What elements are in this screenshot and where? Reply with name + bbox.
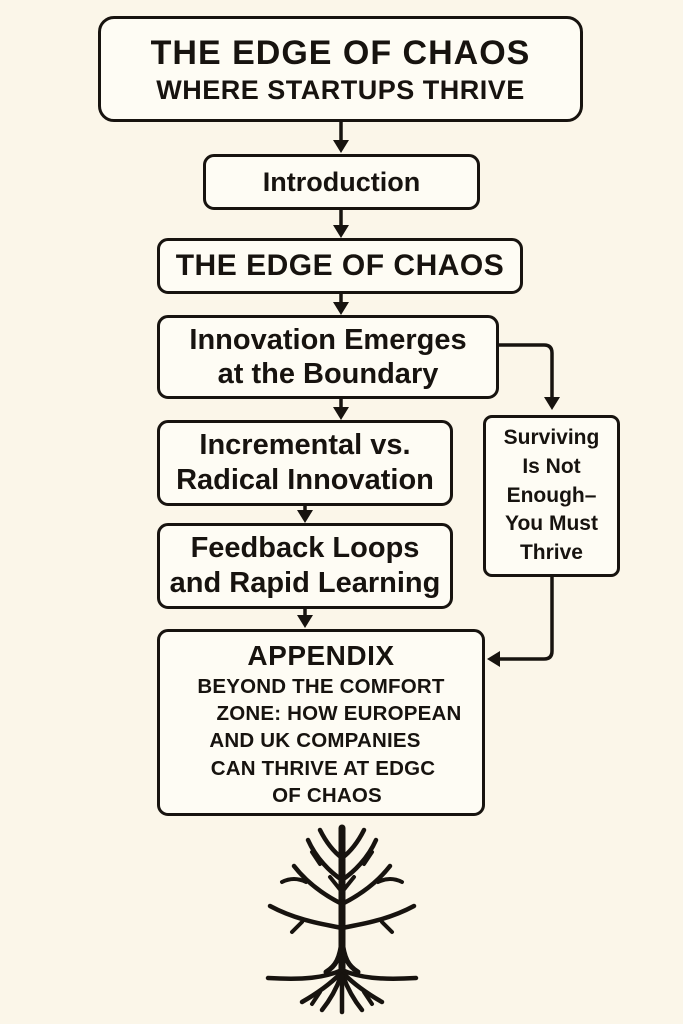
node-surviving-is-not-enough-label: Surviving Is Not Enough– You Must Thrive xyxy=(503,425,600,565)
node-edge-of-chaos-label: THE EDGE OF CHAOS xyxy=(175,249,505,282)
node-introduction: Introduction xyxy=(203,154,480,210)
appendix-line: CAN THRIVE AT EDGC xyxy=(210,756,436,780)
node-innovation-emerges: Innovation Emerges at the Boundary xyxy=(157,315,499,399)
bare-tree-with-roots-icon xyxy=(265,824,419,1015)
connector-feedback-to-appendix xyxy=(297,607,313,628)
connector-innovation-to-incremental xyxy=(333,397,349,420)
connector-edge-to-innovation xyxy=(333,292,349,315)
node-incremental-vs-radical-label: Incremental vs. Radical Innovation xyxy=(176,429,434,496)
main-title-line1: THE EDGE OF CHAOS xyxy=(150,33,531,72)
main-title-line2: WHERE STARTUPS THRIVE xyxy=(156,75,525,106)
appendix-line: AND UK COMPANIES xyxy=(209,729,421,753)
connector-surviving-to-appendix xyxy=(487,575,554,667)
node-surviving-is-not-enough: Surviving Is Not Enough– You Must Thrive xyxy=(483,415,620,577)
node-feedback-loops-label: Feedback Loops and Rapid Learning xyxy=(169,532,441,599)
node-appendix: APPENDIX BEYOND THE COMFORT ZONE: HOW EU… xyxy=(157,629,485,816)
appendix-line: OF CHAOS xyxy=(272,783,382,807)
node-edge-of-chaos: THE EDGE OF CHAOS xyxy=(157,238,523,294)
appendix-title: APPENDIX xyxy=(247,639,395,671)
node-main-title: THE EDGE OF CHAOS WHERE STARTUPS THRIVE xyxy=(98,16,583,122)
node-introduction-label: Introduction xyxy=(262,166,421,197)
connector-introduction-to-edge xyxy=(333,208,349,238)
node-incremental-vs-radical: Incremental vs. Radical Innovation xyxy=(157,420,453,506)
appendix-line: BEYOND THE COMFORT xyxy=(197,674,445,698)
connector-title-to-introduction xyxy=(333,120,349,153)
node-innovation-emerges-label: Innovation Emerges at the Boundary xyxy=(189,323,467,390)
node-feedback-loops: Feedback Loops and Rapid Learning xyxy=(157,523,453,609)
connector-incremental-to-feedback xyxy=(297,504,313,523)
connector-innovation-to-surviving xyxy=(496,343,560,410)
appendix-line: ZONE: HOW EUROPEAN xyxy=(216,702,462,726)
